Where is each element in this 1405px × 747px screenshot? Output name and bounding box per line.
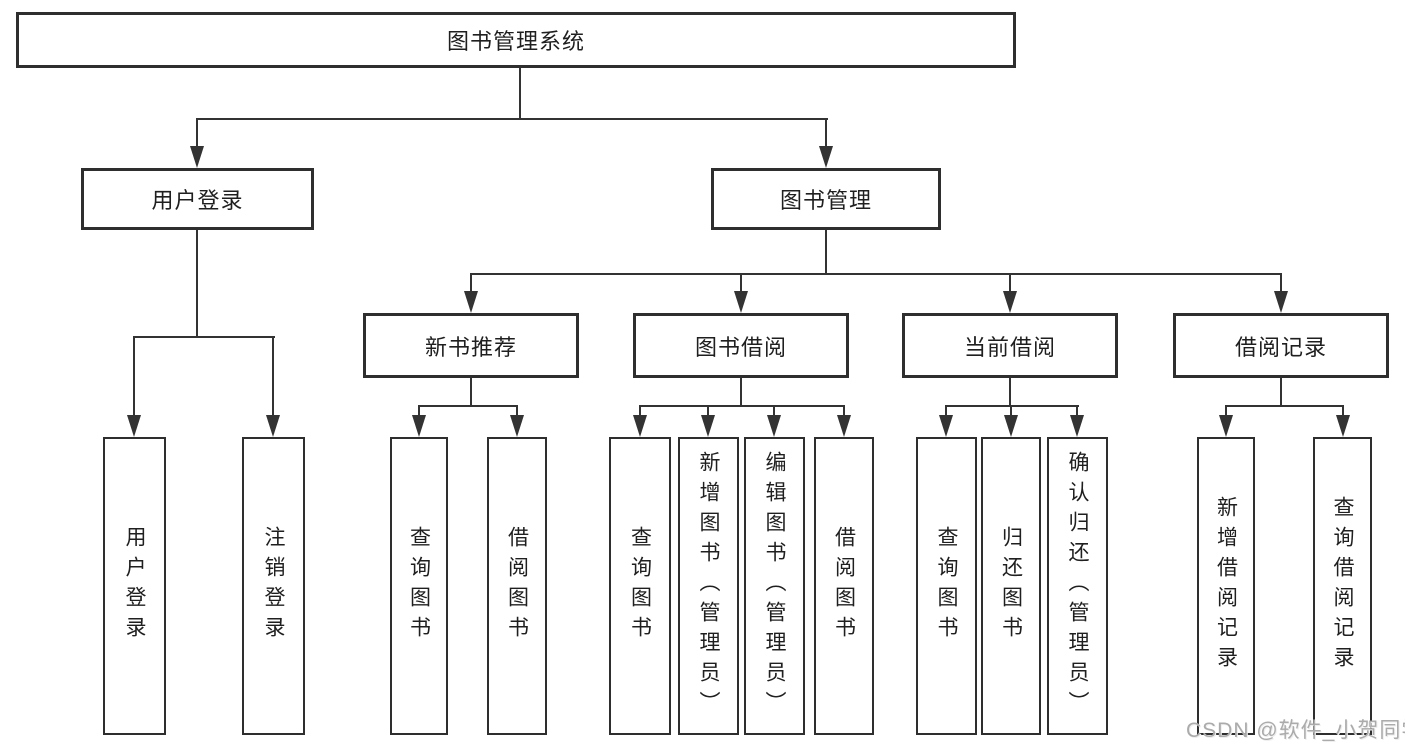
leaf-borrow-borrow-books: 借阅图书 xyxy=(814,437,874,735)
arrowhead-icon xyxy=(266,415,280,437)
node-book-management: 图书管理 xyxy=(711,168,941,230)
connector-stem xyxy=(1009,378,1011,405)
arrowhead-icon xyxy=(464,291,478,313)
arrowhead-icon xyxy=(1004,415,1018,437)
connector-drop-leaf xyxy=(516,405,518,417)
connector-user-login-stem xyxy=(196,230,198,336)
connector-drop-leaf xyxy=(272,336,274,416)
arrowhead-icon xyxy=(1336,415,1350,437)
arrowhead-icon xyxy=(1003,291,1017,313)
leaf-borrow-add-books-admin: 新增图书（管理员） xyxy=(678,437,739,735)
arrowhead-icon xyxy=(1070,415,1084,437)
connector-level3-rail xyxy=(470,273,1282,275)
connector-root-stem xyxy=(519,68,521,118)
connector-drop-leaf xyxy=(133,336,135,416)
leaf-borrow-edit-books-admin: 编辑图书（管理员） xyxy=(744,437,805,735)
connector-drop-borrow-records xyxy=(1280,273,1282,293)
leaf-records-add-record: 新增借阅记录 xyxy=(1197,437,1255,735)
leaf-current-query-books: 查询图书 xyxy=(916,437,977,735)
arrowhead-icon xyxy=(633,415,647,437)
leaf-new-book-query-books: 查询图书 xyxy=(390,437,448,735)
leaf-borrow-query-books: 查询图书 xyxy=(609,437,671,735)
arrowhead-icon xyxy=(767,415,781,437)
connector-stem xyxy=(470,378,472,405)
node-borrow-records: 借阅记录 xyxy=(1173,313,1389,378)
leaf-logout: 注销登录 xyxy=(242,437,305,735)
node-user-login: 用户登录 xyxy=(81,168,314,230)
connector-drop-user-login xyxy=(196,118,198,150)
connector-drop-leaf xyxy=(773,405,775,417)
connector-drop-current-borrow xyxy=(1009,273,1011,293)
connector-book-management-stem xyxy=(825,230,827,273)
connector-drop-leaf xyxy=(639,405,641,417)
node-new-book-recommend: 新书推荐 xyxy=(363,313,579,378)
connector-rail-new-book xyxy=(418,405,518,407)
connector-drop-book-management xyxy=(825,118,827,150)
connector-drop-leaf xyxy=(1225,405,1227,417)
connector-drop-leaf xyxy=(1010,405,1012,417)
leaf-new-book-borrow-books: 借阅图书 xyxy=(487,437,547,735)
watermark: CSDN @软件_小贺同学 xyxy=(1186,719,1405,742)
arrowhead-icon xyxy=(510,415,524,437)
arrowhead-icon xyxy=(190,146,204,168)
arrowhead-icon xyxy=(412,415,426,437)
connector-rail-current-borrow xyxy=(945,405,1079,407)
connector-drop-leaf xyxy=(418,405,420,417)
arrowhead-icon xyxy=(1219,415,1233,437)
leaf-user-login: 用户登录 xyxy=(103,437,166,735)
leaf-current-return-books: 归还图书 xyxy=(981,437,1041,735)
arrowhead-icon xyxy=(734,291,748,313)
connector-drop-leaf xyxy=(1076,405,1078,417)
arrowhead-icon xyxy=(127,415,141,437)
connector-user-login-rail xyxy=(133,336,275,338)
arrowhead-icon xyxy=(837,415,851,437)
connector-drop-book-borrow xyxy=(740,273,742,293)
arrowhead-icon xyxy=(1274,291,1288,313)
connector-rail-borrow-records xyxy=(1225,405,1344,407)
node-current-borrow: 当前借阅 xyxy=(902,313,1118,378)
node-book-borrow: 图书借阅 xyxy=(633,313,849,378)
connector-rail-book-borrow xyxy=(639,405,845,407)
arrowhead-icon xyxy=(939,415,953,437)
leaf-records-query-record: 查询借阅记录 xyxy=(1313,437,1372,735)
leaf-current-confirm-return-admin: 确认归还（管理员） xyxy=(1047,437,1108,735)
node-library-management-system: 图书管理系统 xyxy=(16,12,1016,68)
connector-drop-leaf xyxy=(1342,405,1344,417)
arrowhead-icon xyxy=(701,415,715,437)
connector-drop-leaf xyxy=(945,405,947,417)
connector-drop-new-book xyxy=(470,273,472,293)
connector-stem xyxy=(740,378,742,405)
connector-stem xyxy=(1280,378,1282,405)
connector-drop-leaf xyxy=(843,405,845,417)
connector-drop-leaf xyxy=(707,405,709,417)
arrowhead-icon xyxy=(819,146,833,168)
connector-level2-rail xyxy=(196,118,828,120)
